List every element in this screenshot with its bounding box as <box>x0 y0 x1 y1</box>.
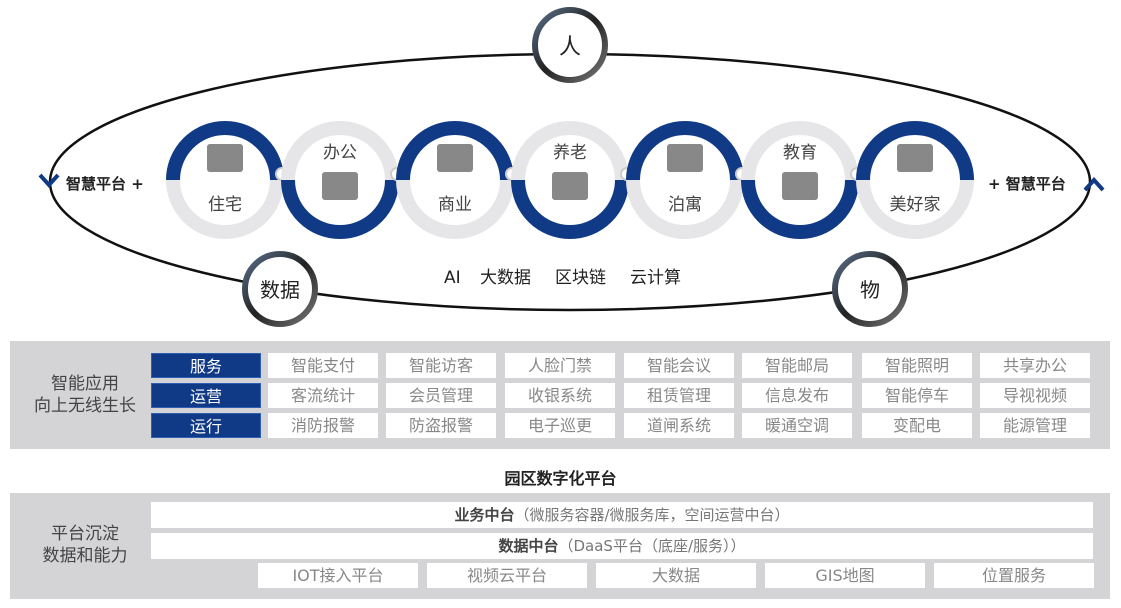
chevron-down-icon <box>38 173 60 188</box>
app-item: 暖通空调 <box>742 413 852 438</box>
apps-label: 智能应用向上无线生长 <box>34 374 136 416</box>
app-item: 会员管理 <box>386 383 496 408</box>
app-item: 共享办公 <box>980 353 1090 378</box>
svg-text:物: 物 <box>860 278 880 302</box>
app-item: 能源管理 <box>980 413 1090 438</box>
tech-blockchain: 区块链 <box>555 268 606 288</box>
app-item: 导视视频 <box>980 383 1090 408</box>
tech-list: AI 大数据 区块链 云计算 <box>444 268 681 288</box>
tech-cloud: 云计算 <box>630 268 681 288</box>
app-item: 人脸门禁 <box>505 353 615 378</box>
tech-ai: AI <box>444 268 461 288</box>
app-item: 租赁管理 <box>624 383 734 408</box>
category-0: 服务 <box>151 353 261 378</box>
scene-0: 住宅 <box>166 121 284 239</box>
smart-apps-panel: 智能应用向上无线生长 服务智能支付智能访客人脸门禁智能会议智能邮局智能照明共享办… <box>10 341 1110 449</box>
scene-label: 美好家 <box>890 195 941 215</box>
things-node: 物 <box>832 251 908 327</box>
scene-3: 养老 <box>511 121 629 239</box>
scene-icon <box>322 172 358 200</box>
app-item: 智能停车 <box>862 383 972 408</box>
platform-panel: 平台沉淀数据和能力 业务中台（微服务容器/微服务库，空间运营中台） 数据中台（D… <box>10 493 1110 599</box>
base-platform-item: GIS地图 <box>765 563 925 588</box>
app-item: 智能照明 <box>862 353 972 378</box>
scene-5: 教育 <box>741 121 859 239</box>
category-2: 运行 <box>151 413 261 438</box>
scene-icon <box>667 144 703 172</box>
app-item: 智能邮局 <box>742 353 852 378</box>
scene-icon <box>782 172 818 200</box>
left-platform-label: 智慧平台 + <box>66 175 144 193</box>
data-node: 数据 <box>242 251 318 327</box>
base-platform-item: 大数据 <box>596 563 756 588</box>
platform-label: 平台沉淀数据和能力 <box>42 524 128 566</box>
scene-icon <box>207 144 243 172</box>
people-node: 人 <box>532 7 608 83</box>
scene-4: 泊寓 <box>626 121 744 239</box>
app-item: 信息发布 <box>742 383 852 408</box>
app-item: 道闸系统 <box>624 413 734 438</box>
scene-label: 商业 <box>438 195 472 215</box>
app-item: 电子巡更 <box>505 413 615 438</box>
svg-text:数据: 数据 <box>260 278 300 302</box>
svg-text:人: 人 <box>559 35 581 60</box>
scene-label: 住宅 <box>208 195 242 215</box>
business-middle-platform: 业务中台（微服务容器/微服务库，空间运营中台） <box>151 502 1093 528</box>
scene-label: 泊寓 <box>668 195 702 215</box>
app-item: 智能会议 <box>624 353 734 378</box>
app-item: 收银系统 <box>505 383 615 408</box>
scene-label: 教育 <box>783 143 817 163</box>
app-item: 智能访客 <box>386 353 496 378</box>
app-item: 消防报警 <box>268 413 378 438</box>
right-platform-label: + 智慧平台 <box>988 175 1066 193</box>
base-platform-item: 位置服务 <box>934 563 1094 588</box>
data-middle-platform: 数据中台（DaaS平台（底座/服务）） <box>151 533 1093 559</box>
base-platform-item: 视频云平台 <box>427 563 587 588</box>
scene-icon <box>552 172 588 200</box>
tech-bigdata: 大数据 <box>480 268 531 288</box>
scene-label: 养老 <box>553 143 587 163</box>
scene-icon <box>437 144 473 172</box>
base-platform-item: IOT接入平台 <box>258 563 418 588</box>
scene-2: 商业 <box>396 121 514 239</box>
category-1: 运营 <box>151 383 261 408</box>
platform-title: 园区数字化平台 <box>504 469 617 488</box>
chevron-up-icon <box>1083 177 1105 192</box>
app-item: 防盗报警 <box>386 413 496 438</box>
scene-6: 美好家 <box>856 121 974 239</box>
scene-label: 办公 <box>323 143 357 163</box>
app-item: 变配电 <box>862 413 972 438</box>
app-item: 智能支付 <box>268 353 378 378</box>
scene-icon <box>897 144 933 172</box>
scene-1: 办公 <box>281 121 399 239</box>
app-item: 客流统计 <box>268 383 378 408</box>
